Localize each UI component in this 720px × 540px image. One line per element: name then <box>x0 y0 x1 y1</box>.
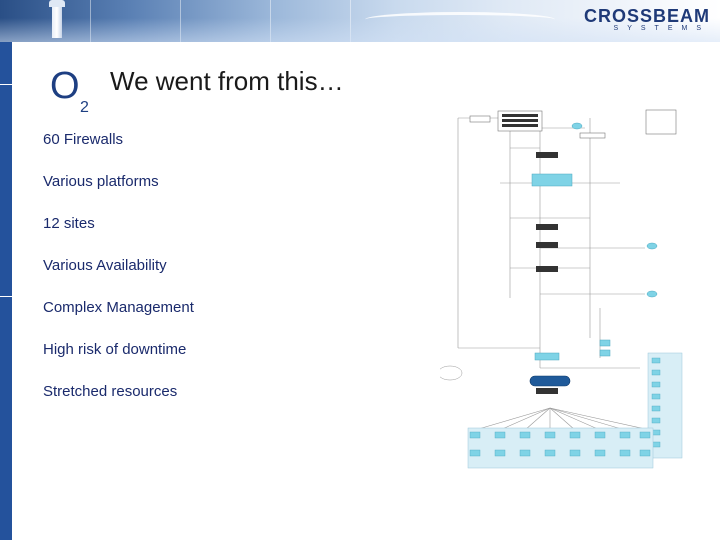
side-bar-divider <box>0 84 12 85</box>
o2-logo-sub: 2 <box>80 99 89 116</box>
bullet-item: 12 sites <box>43 215 95 232</box>
bullet-item: Various platforms <box>43 173 159 190</box>
road-icon <box>365 12 555 27</box>
bullet-item: 60 Firewalls <box>43 131 124 148</box>
bullet-list: 60 Firewalls Various platforms 12 sites … <box>43 131 194 425</box>
logo-sub: SYSTEMS <box>613 25 710 32</box>
bullet-item: Various Availability <box>43 257 167 274</box>
side-bar-divider <box>0 296 12 297</box>
crossbeam-logo: CROSSBEAM SYSTEMS <box>584 6 710 32</box>
o2-logo-main: O <box>50 65 80 107</box>
bullet-item: Complex Management <box>43 299 194 316</box>
slide-title: We went from this… <box>110 66 344 96</box>
logo-word: CROSSBEAM <box>583 6 710 26</box>
lighthouse-icon <box>49 0 65 38</box>
network-diagram <box>440 109 683 469</box>
header-banner: CROSSBEAM SYSTEMS <box>0 0 720 42</box>
bullet-item: High risk of downtime <box>43 341 187 358</box>
side-bar <box>0 42 12 540</box>
banner-sea <box>0 18 720 42</box>
bullet-item: Stretched resources <box>43 383 178 400</box>
